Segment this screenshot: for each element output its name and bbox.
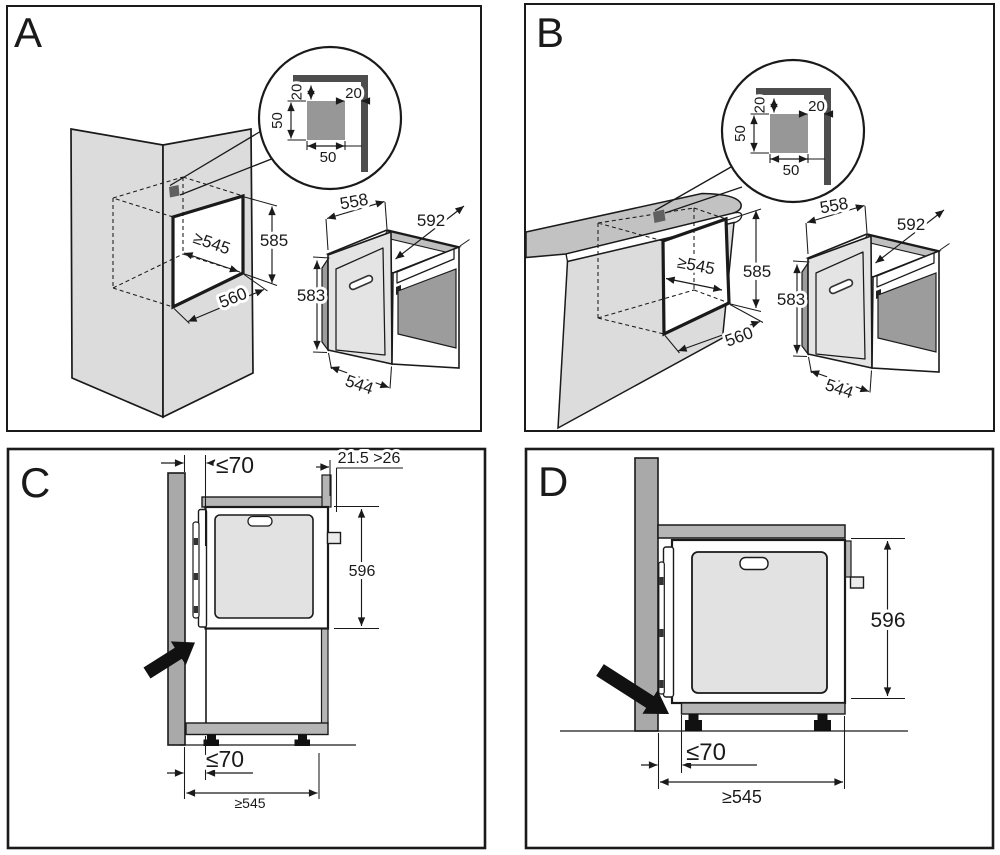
vent-cutout bbox=[653, 209, 666, 223]
panel-c-letter: C bbox=[20, 459, 50, 506]
rear-connector bbox=[849, 576, 865, 589]
callout-leader-line bbox=[169, 129, 263, 187]
panel-c: ≤70 21.5 >26 596 ≤70 ≥545 C bbox=[6, 447, 487, 850]
vent-cutout bbox=[169, 185, 180, 198]
dim-label-niche-width: ≥545 bbox=[722, 787, 762, 807]
callout-leader-line bbox=[179, 157, 275, 196]
oven-door-handle bbox=[739, 556, 769, 571]
base-cabinet-plinth bbox=[185, 722, 329, 736]
oven-base bbox=[680, 702, 846, 715]
oven-door-inner bbox=[214, 514, 314, 619]
panel-b: 585 ≥545 560 B bbox=[524, 3, 995, 432]
side-wall bbox=[167, 472, 186, 746]
tall-cabinet-left-face bbox=[70, 127, 164, 419]
panel-a-letter: A bbox=[14, 9, 42, 56]
callout-leader-line bbox=[654, 166, 732, 212]
oven-door-inner bbox=[691, 551, 828, 694]
direction-arrow-icon bbox=[596, 664, 669, 714]
dim-label-oven-height: 596 bbox=[870, 609, 905, 632]
callout-leader-line bbox=[664, 186, 743, 214]
hinge-ticks bbox=[659, 577, 664, 688]
corner-detail-callout-b bbox=[722, 60, 864, 202]
dim-label-niche-height: 585 bbox=[260, 231, 288, 250]
panel-a: 585 ≥545 560 A bbox=[6, 5, 482, 432]
dim-label-oven-height: 596 bbox=[349, 563, 376, 580]
panel-d-letter: D bbox=[538, 458, 568, 505]
corner-detail-callout-a bbox=[259, 47, 401, 189]
niche-hidden-edges bbox=[597, 207, 730, 335]
dim-label-niche-height: 585 bbox=[743, 262, 771, 281]
base-cabinet-rear bbox=[320, 627, 329, 725]
dim-label-rear-clearance: 21.5 >26 bbox=[338, 450, 401, 467]
panel-d: 596 ≤70 ≥545 D bbox=[524, 447, 995, 850]
dim-label-wall-gap: ≤70 bbox=[686, 739, 726, 766]
oven-niche-opening bbox=[171, 193, 245, 310]
oven-door-hinge-bar bbox=[658, 561, 665, 695]
worktop-slab bbox=[657, 524, 846, 539]
dim-label-wall-gap-top: ≤70 bbox=[216, 452, 254, 478]
oven-feet bbox=[685, 714, 831, 731]
oven-door-hinge-bar bbox=[192, 521, 200, 619]
cabinet-feet bbox=[203, 734, 310, 746]
worktop-slab bbox=[201, 496, 324, 508]
hinge-ticks bbox=[193, 538, 198, 613]
direction-arrow-icon bbox=[143, 641, 195, 679]
dim-label-wall-gap-bottom: ≤70 bbox=[206, 746, 244, 772]
oven-door-plate bbox=[662, 546, 675, 698]
oven-door-handle bbox=[247, 515, 273, 527]
rear-connector bbox=[326, 531, 342, 545]
dim-label-niche-width: ≥545 bbox=[234, 795, 265, 811]
panel-b-letter: B bbox=[536, 9, 564, 56]
